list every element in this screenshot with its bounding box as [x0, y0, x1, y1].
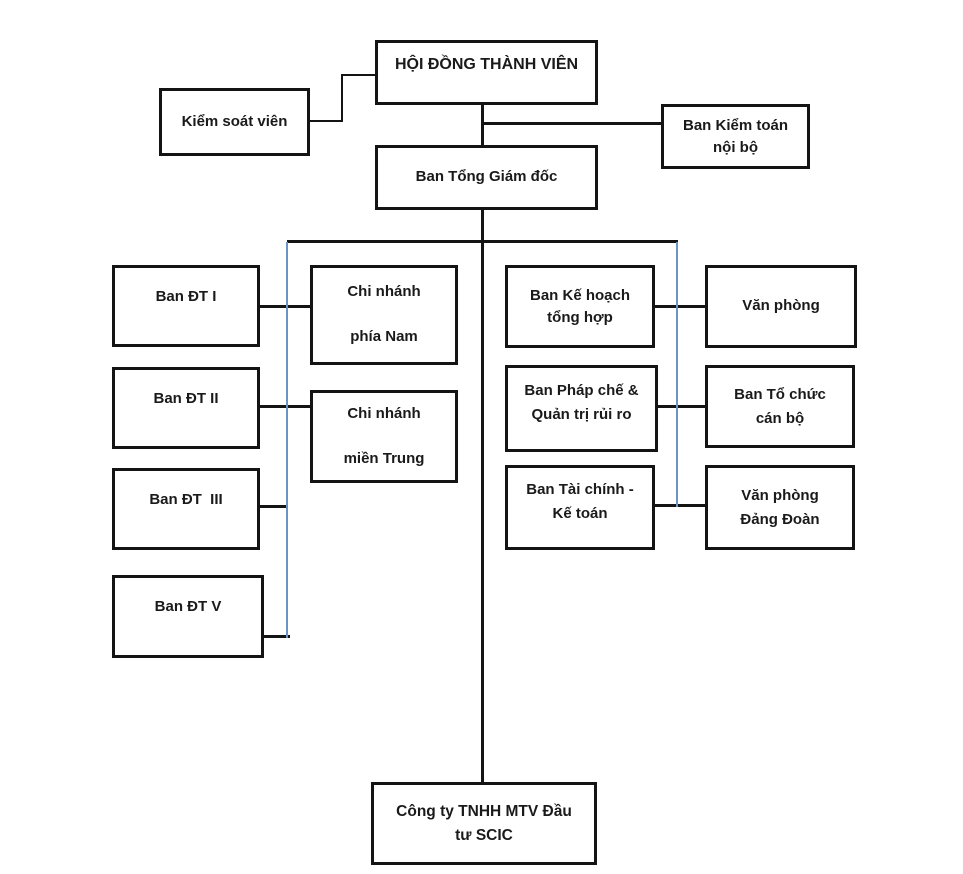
node-label: Văn phòng — [741, 487, 819, 505]
org-node-party-office: Văn phòng Đảng Đoàn — [705, 465, 855, 550]
node-label: Ban Kế hoạch — [529, 286, 631, 304]
org-node-finance-accounting: Ban Tài chính - Kế toán — [505, 465, 655, 550]
org-node-dt2: Ban ĐT II — [112, 367, 260, 449]
connector-dt5 — [264, 635, 290, 638]
node-label: Ban Tổ chức — [734, 386, 826, 404]
connector-main-crossbar — [287, 240, 678, 243]
connector-board-to-ceo — [481, 105, 484, 145]
org-node-office: Văn phòng — [705, 265, 857, 348]
node-label: Ban Tổng Giám đốc — [415, 168, 558, 186]
org-node-dt3: Ban ĐT III — [112, 468, 260, 550]
node-label: Quản trị rủi ro — [531, 405, 632, 423]
node-label: Văn phòng — [742, 297, 820, 315]
org-node-legal-risk: Ban Pháp chế & Quản trị rủi ro — [505, 365, 658, 452]
node-label: Ban Kiểm toán — [682, 116, 788, 134]
org-node-controller: Kiểm soát viên — [159, 88, 310, 156]
node-label: Ban ĐT II — [153, 389, 219, 407]
connector-planning-office — [655, 305, 705, 308]
node-label: Ban ĐT I — [155, 287, 217, 305]
node-label: tổng hợp — [547, 308, 613, 326]
org-node-planning: Ban Kế hoạch tổng hợp — [505, 265, 655, 348]
node-label: Chi nhánh — [347, 283, 421, 301]
node-label: HỘI ĐỒNG THÀNH VIÊN — [394, 56, 579, 73]
node-label: Đảng Đoàn — [740, 510, 820, 528]
org-node-personnel: Ban Tổ chức cán bộ — [705, 365, 855, 448]
node-label: Ban Tài chính - — [526, 481, 634, 499]
connector-to-audit — [483, 122, 661, 125]
node-label: Kiểm soát viên — [181, 112, 288, 130]
node-label: Kế toán — [552, 504, 608, 522]
connector-finance-party — [655, 504, 705, 507]
connector-controller-h2 — [341, 74, 375, 76]
node-label: Ban Pháp chế & — [524, 382, 639, 400]
node-label: phía Nam — [350, 328, 418, 345]
connector-dt3 — [260, 505, 288, 508]
connector-legal-personnel — [658, 405, 705, 408]
node-label: nội bộ — [713, 138, 758, 156]
node-label: Công ty TNHH MTV Đầu — [396, 803, 572, 821]
guide-line-left — [286, 242, 288, 638]
node-label: cán bộ — [755, 409, 805, 427]
org-node-internal-audit: Ban Kiểm toán nội bộ — [661, 104, 810, 169]
node-label: tư SCIC — [455, 826, 513, 844]
org-node-general-directors: Ban Tổng Giám đốc — [375, 145, 598, 210]
node-label: Ban ĐT V — [154, 598, 222, 616]
node-label: Chi nhánh — [347, 404, 421, 422]
org-node-dt5: Ban ĐT V — [112, 575, 264, 658]
org-node-branch-south: Chi nhánh phía Nam — [310, 265, 458, 365]
connector-controller-v — [341, 74, 343, 122]
org-node-branch-central: Chi nhánh miền Trung — [310, 390, 458, 483]
org-node-board-of-members: HỘI ĐỒNG THÀNH VIÊN — [375, 40, 598, 105]
connector-center-spine — [481, 210, 484, 782]
connector-dt2-branch-central — [260, 405, 310, 408]
guide-line-right — [676, 242, 678, 507]
org-node-dt1: Ban ĐT I — [112, 265, 260, 347]
node-label: miền Trung — [343, 449, 425, 467]
node-label: Ban ĐT III — [149, 490, 223, 508]
connector-controller-h1 — [310, 120, 343, 122]
org-node-subsidiary-scic: Công ty TNHH MTV Đầu tư SCIC — [371, 782, 597, 865]
connector-dt1-branch-south — [260, 305, 310, 308]
